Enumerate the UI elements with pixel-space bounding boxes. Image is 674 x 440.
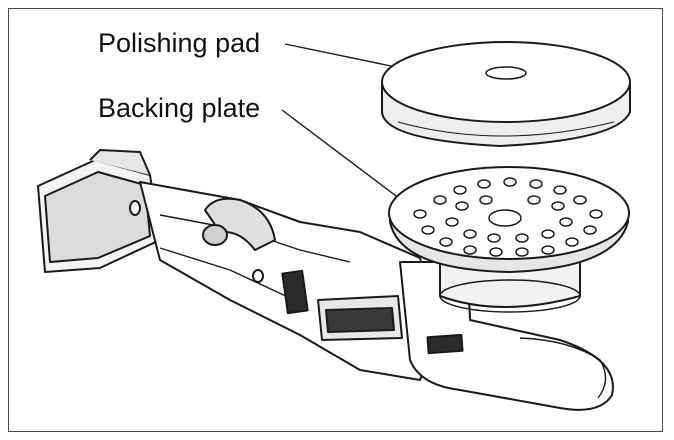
- backing-plate-leader-line: [281, 109, 413, 209]
- backing-plate: [388, 166, 630, 274]
- polisher-tool: [37, 149, 614, 411]
- polishing-pad: [381, 41, 631, 148]
- backing-plate-label: Backing plate: [98, 93, 261, 123]
- polishing-pad-label: Polishing pad: [98, 28, 261, 58]
